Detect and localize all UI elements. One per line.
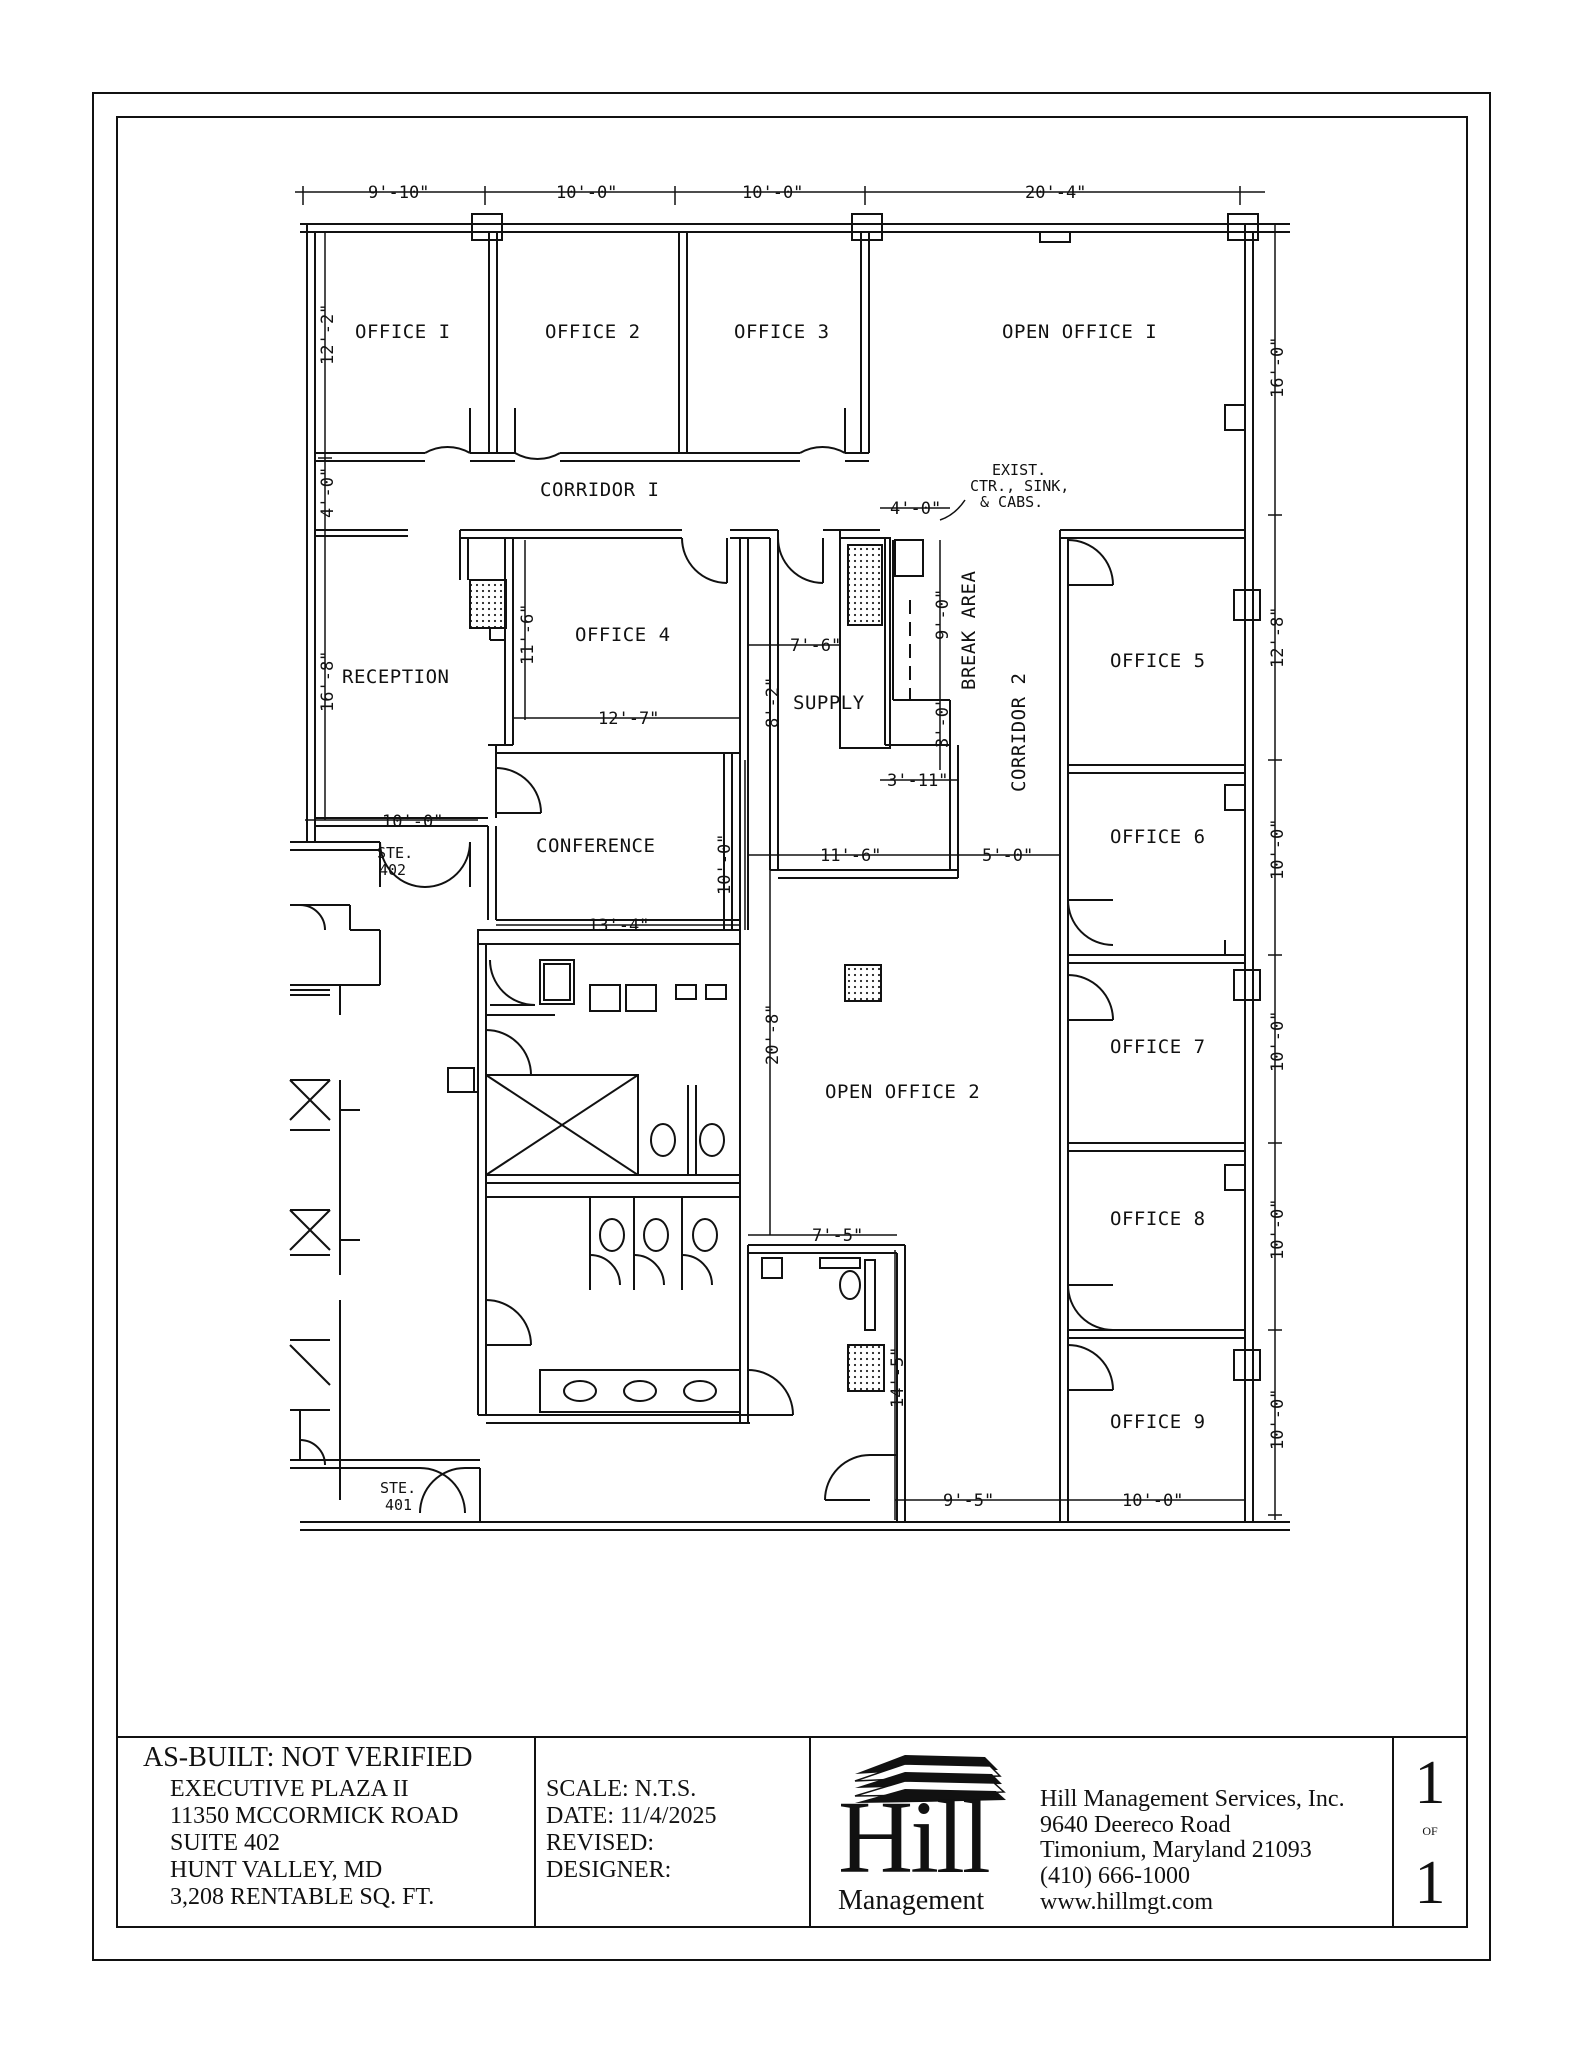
dim-conference-height: 10'-0" <box>715 834 735 895</box>
sheet-total: 1 <box>1414 1849 1446 1917</box>
dim-office4-height: 11'-6" <box>518 604 538 665</box>
dim-restroom-height: 14'-5" <box>888 1347 908 1408</box>
sheet-number: 1 <box>1414 1749 1446 1817</box>
building-name: EXECUTIVE PLAZA II <box>170 1776 409 1802</box>
dim-restroom-width: 7'-5" <box>812 1226 863 1246</box>
note-exist-line-1: EXIST. <box>992 461 1046 479</box>
note-exist-line-3: & CABS. <box>980 493 1043 511</box>
room-label-conference: CONFERENCE <box>536 835 655 857</box>
note-ste-401-b: 401 <box>385 1496 412 1514</box>
dim-break-height: 9'-0" <box>933 589 953 640</box>
room-label-office-9: OFFICE 9 <box>1110 1411 1206 1433</box>
logo-management-text: Management <box>838 1885 985 1916</box>
room-label-office-4: OFFICE 4 <box>575 624 671 646</box>
project-info: EXECUTIVE PLAZA II 11350 MCCORMICK ROAD … <box>170 1776 458 1910</box>
dim-break-width-2: 3'-11" <box>887 771 948 791</box>
dim-supply-width: 7'-6" <box>790 636 841 656</box>
suite-number: SUITE 402 <box>170 1829 280 1856</box>
scale-text: SCALE: N.T.S. <box>546 1776 697 1802</box>
company-street: 9640 Deereco Road <box>1040 1811 1231 1838</box>
note-ste-401-a: STE. <box>380 1479 416 1497</box>
title-block-frame <box>117 1736 1467 1927</box>
rentable-area: 3,208 RENTABLE SQ. FT. <box>170 1883 435 1910</box>
dimension-labels: 9'-10" 10'-0" 10'-0" 20'-4" 12'-2" 4'-0"… <box>318 183 1288 1511</box>
company-city: Timonium, Maryland 21093 <box>1040 1837 1312 1864</box>
logo-hill-text: Hill <box>838 1780 991 1895</box>
company-info: Hill Management Services, Inc. 9640 Deer… <box>1040 1786 1345 1915</box>
room-label-office-2: OFFICE 2 <box>545 321 641 343</box>
dim-top-2: 10'-0" <box>556 183 617 203</box>
company-name: Hill Management Services, Inc. <box>1040 1786 1345 1812</box>
dim-right-2: 12'-8" <box>1268 607 1288 668</box>
dim-right-5: 10'-0" <box>1268 1199 1288 1260</box>
dim-supply-height: 8'-2" <box>763 677 783 728</box>
inner-border <box>116 116 1468 1928</box>
room-label-open-office-2: OPEN OFFICE 2 <box>825 1081 980 1103</box>
dim-top-1: 9'-10" <box>368 183 429 203</box>
company-web: www.hillmgt.com <box>1040 1888 1214 1915</box>
dim-office4-width: 12'-7" <box>598 709 659 729</box>
room-label-corridor-1: CORRIDOR I <box>540 479 659 501</box>
dim-office1-height: 12'-2" <box>318 304 338 365</box>
sheet-of-label: OF <box>1422 1824 1438 1838</box>
room-label-supply: SUPPLY <box>793 692 865 714</box>
hill-logo-building-icon <box>854 1755 1006 1803</box>
dim-right-3: 10'-0" <box>1268 819 1288 880</box>
date-text: DATE: 11/4/2025 <box>546 1802 717 1829</box>
outer-border <box>92 92 1491 1961</box>
dim-open-office-2-width: 11'-6" <box>820 846 881 866</box>
room-label-break-area: BREAK AREA <box>958 571 980 690</box>
room-label-office-1: OFFICE I <box>355 321 451 343</box>
room-label-office-6: OFFICE 6 <box>1110 826 1206 848</box>
note-ste-402-a: STE. <box>377 844 413 862</box>
drawing-info: SCALE: N.T.S. DATE: 11/4/2025 REVISED: D… <box>546 1776 716 1884</box>
room-label-reception: RECEPTION <box>342 666 449 688</box>
note-exist-line-2: CTR., SINK, <box>970 477 1069 495</box>
dim-open-office-2-height: 20'-8" <box>763 1004 783 1065</box>
dim-top-4: 20'-4" <box>1025 183 1086 203</box>
room-label-office-3: OFFICE 3 <box>734 321 830 343</box>
dim-reception-width: 10'-0" <box>382 812 443 832</box>
room-label-corridor-2: CORRIDOR 2 <box>1008 673 1030 792</box>
dimension-lines <box>295 186 1282 1520</box>
dim-right-6: 10'-0" <box>1268 1389 1288 1450</box>
city-state: HUNT VALLEY, MD <box>170 1856 383 1883</box>
room-label-office-7: OFFICE 7 <box>1110 1036 1206 1058</box>
dim-corridor-height: 4'-0" <box>318 467 338 518</box>
dim-top-3: 10'-0" <box>742 183 803 203</box>
dim-corridor-2-width: 5'-0" <box>982 846 1033 866</box>
building-address: 11350 MCCORMICK ROAD <box>170 1802 459 1829</box>
dim-break-width: 4'-0" <box>890 499 941 519</box>
dim-reception-height: 16'-8" <box>318 651 338 712</box>
note-ste-402-b: 402 <box>379 861 406 879</box>
plan-walls <box>289 213 1290 1531</box>
status-title: AS-BUILT: NOT VERIFIED <box>143 1742 473 1773</box>
dim-bottom-2: 10'-0" <box>1122 1491 1183 1511</box>
dim-bottom-1: 9'-5" <box>943 1491 994 1511</box>
room-label-office-5: OFFICE 5 <box>1110 650 1206 672</box>
company-phone: (410) 666-1000 <box>1040 1863 1190 1890</box>
dim-conference-width: 13'-4" <box>588 916 649 936</box>
room-label-office-8: OFFICE 8 <box>1110 1208 1206 1230</box>
designer-text: DESIGNER: <box>546 1856 672 1883</box>
dim-right-4: 10'-0" <box>1268 1011 1288 1072</box>
revised-text: REVISED: <box>546 1829 654 1856</box>
room-label-open-office-1: OPEN OFFICE I <box>1002 321 1157 343</box>
dim-right-1: 16'-0" <box>1268 337 1288 398</box>
dim-break-small: 3'-0" <box>933 697 953 748</box>
